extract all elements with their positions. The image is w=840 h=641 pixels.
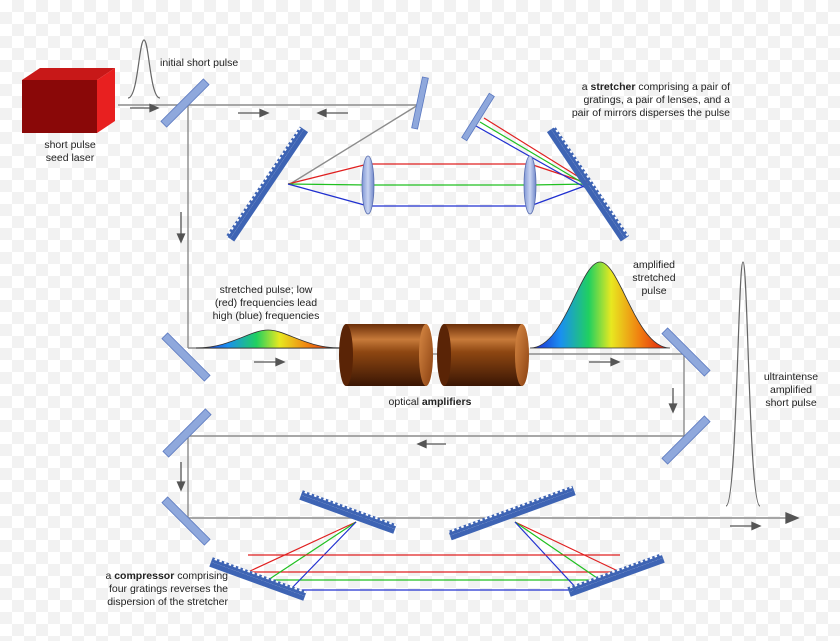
stretcher-mirror-top xyxy=(411,76,429,130)
amplifier-2 xyxy=(437,324,529,386)
stretcher-label: a stretcher comprising a pair of grating… xyxy=(540,81,730,120)
ultraintense-pulse-label: ultraintense amplified short pulse xyxy=(755,371,827,410)
compressor-label-line1: a compressor comprising xyxy=(105,570,228,582)
amplifiers-label: optical amplifiers xyxy=(388,396,472,408)
ultraintense-pulse-shape xyxy=(725,261,761,507)
amplified-pulse-label-line2: stretched xyxy=(632,272,676,284)
stretcher-label-line3: pair of mirrors disperses the pulse xyxy=(571,107,730,119)
stretcher-label-line1: a stretcher comprising a pair of xyxy=(581,81,730,93)
stretched-pulse-label-line1: stretched pulse; low xyxy=(219,284,313,296)
stretched-pulse-label: stretched pulse; low (red) frequencies l… xyxy=(192,284,340,323)
amplified-pulse-label-line1: amplified xyxy=(632,259,676,271)
mirror-2 xyxy=(161,332,211,382)
mirror-6 xyxy=(161,496,211,546)
amplified-pulse-label-line3: pulse xyxy=(641,285,667,297)
compressor-grating-top-right xyxy=(448,485,576,541)
stretcher-mirror-right xyxy=(461,92,495,142)
compressor-label-line3: dispersion of the stretcher xyxy=(107,596,228,608)
initial-pulse-label: initial short pulse xyxy=(160,57,239,69)
mirror-1 xyxy=(160,78,210,128)
seed-laser-label-line1: short pulse xyxy=(44,139,96,151)
compressor-grating-bottom-left xyxy=(209,557,307,601)
stretched-pulse-label-line3: high (blue) frequencies xyxy=(212,310,320,322)
ultraintense-label-line3: short pulse xyxy=(765,397,817,409)
direction-arrows xyxy=(130,103,800,531)
mirror-3 xyxy=(661,327,711,377)
mirror-5 xyxy=(162,408,212,458)
seed-laser-label: short pulse seed laser xyxy=(28,139,112,165)
compressor-label-line2: four gratings reverses the xyxy=(108,583,228,595)
stretcher-label-line2: gratings, a pair of lenses, and a xyxy=(583,94,730,106)
seed-laser-box xyxy=(22,68,115,133)
ultraintense-label-line2: amplified xyxy=(769,384,813,396)
compressor-grating-bottom-right xyxy=(567,553,665,597)
stretcher-lens-right xyxy=(523,155,537,215)
initial-pulse-shape xyxy=(127,39,161,99)
amplified-pulse-label: amplified stretched pulse xyxy=(618,259,690,298)
stretched-pulse-label-line2: (red) frequencies lead xyxy=(214,297,318,309)
amplified-pulse-shape xyxy=(529,261,671,349)
stretcher-grating-left xyxy=(225,126,309,242)
amplifier-1 xyxy=(339,324,433,386)
stretcher-grating-right xyxy=(546,126,630,242)
compressor-rays xyxy=(247,521,621,591)
stretcher-lens-left xyxy=(361,155,375,215)
compressor-grating-top-left xyxy=(299,490,397,534)
ultraintense-label-line1: ultraintense xyxy=(763,371,819,383)
stretcher-rays xyxy=(287,117,591,207)
mirror-4 xyxy=(661,415,711,465)
seed-laser-label-line2: seed laser xyxy=(45,152,95,164)
stretched-pulse-shape xyxy=(195,329,341,349)
output-arrowhead xyxy=(785,512,800,524)
compressor-label: a compressor comprising four gratings re… xyxy=(60,570,228,609)
